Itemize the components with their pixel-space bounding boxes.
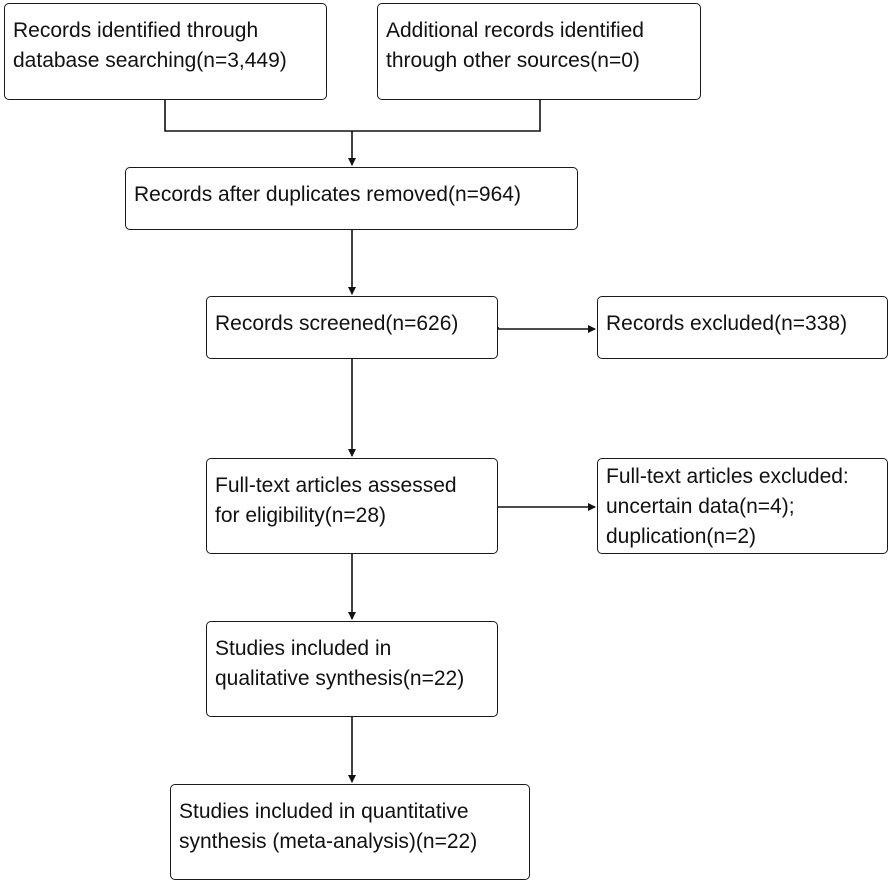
quantitative-synthesis-box: Studies included in quantitative synthes…	[170, 784, 530, 880]
additional-records-box: Additional records identified through ot…	[377, 3, 701, 100]
merge-connector	[164, 100, 541, 132]
fulltext-assessed-box: Full-text articles assessed for eligibil…	[206, 458, 498, 554]
records-excluded-box: Records excluded(n=338)	[597, 296, 888, 359]
box-text-line: Full-text articles excluded:	[606, 465, 849, 488]
box-text-line: Studies included in quantitative	[179, 800, 469, 823]
box-text-line: Full-text articles assessed	[215, 474, 457, 497]
box-text-line: Additional records identified	[386, 19, 644, 42]
box-text-line: uncertain data(n=4);	[606, 495, 795, 518]
box-text-line: Records after duplicates removed(n=964)	[134, 183, 521, 206]
box-text-line: for eligibility(n=28)	[215, 504, 386, 527]
box-text-line: through other sources(n=0)	[386, 49, 640, 72]
box-text-line: Records screened(n=626)	[215, 312, 459, 335]
fulltext-excluded-box: Full-text articles excluded: uncertain d…	[597, 458, 888, 554]
box-text-line: Records excluded(n=338)	[606, 312, 848, 335]
records-identified-box: Records identified through database sear…	[4, 3, 327, 100]
box-text-line: Studies included in	[215, 637, 392, 660]
box-text-line: synthesis (meta-analysis)(n=22)	[179, 830, 478, 853]
box-text-line: database searching(n=3,449)	[13, 49, 287, 72]
records-screened-box: Records screened(n=626)	[206, 296, 498, 359]
box-text-line: Records identified through	[13, 19, 259, 42]
qualitative-synthesis-box: Studies included in qualitative synthesi…	[206, 621, 498, 717]
box-text-line: duplication(n=2)	[606, 525, 757, 548]
arrow-to-excluded	[497, 325, 596, 333]
after-duplicates-box: Records after duplicates removed(n=964)	[125, 167, 578, 230]
box-text-line: qualitative synthesis(n=22)	[215, 667, 465, 690]
